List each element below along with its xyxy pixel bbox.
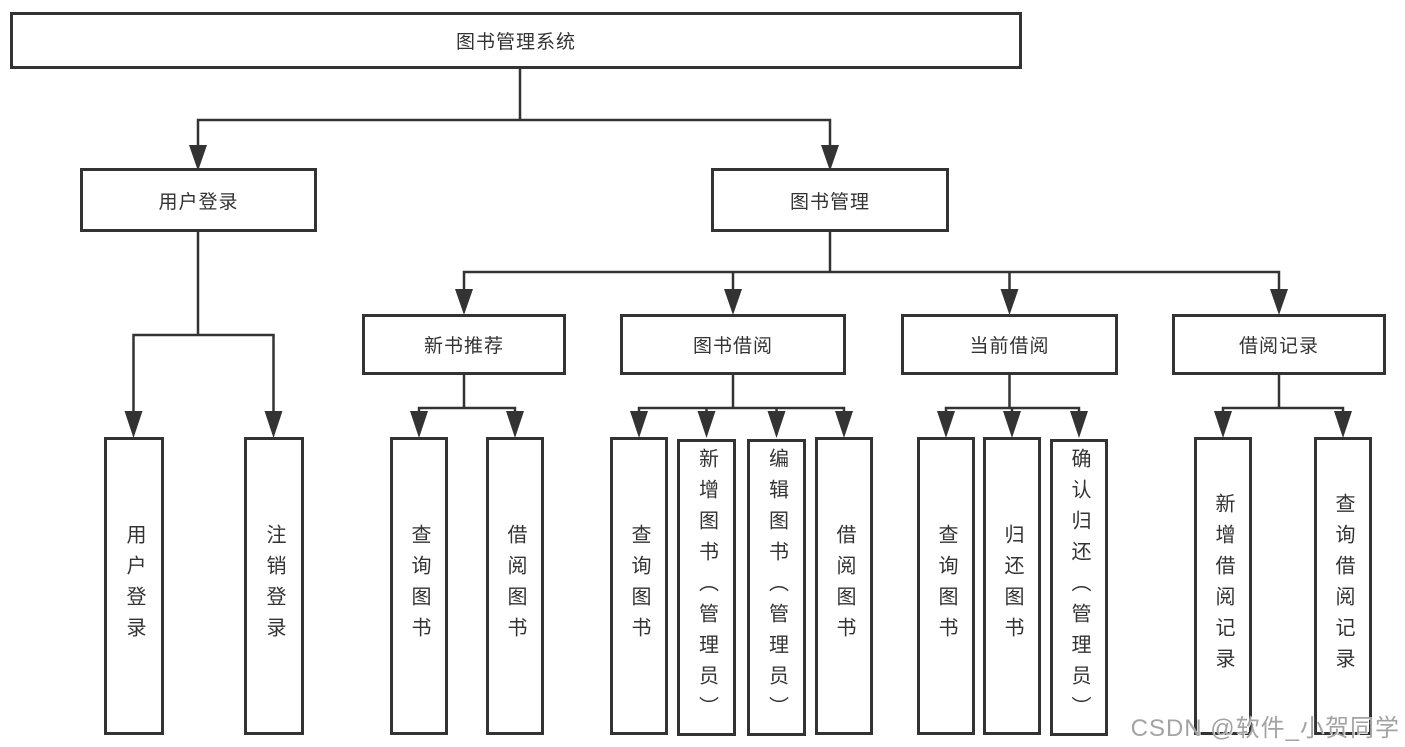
leaf-br-add-record: 新增借阅记录 — [1194, 437, 1252, 735]
node-label: 用户登录 — [123, 524, 145, 648]
leaf-bb-query-books: 查询图书 — [610, 437, 668, 735]
arrowhead-down-icon — [1270, 289, 1288, 315]
leaf-user-login: 用户登录 — [104, 437, 164, 735]
node-label: 查询图书 — [628, 524, 650, 648]
node-label: 查询图书 — [935, 524, 957, 648]
node-label: 图书管理系统 — [455, 32, 576, 53]
node-label: 当前借阅 — [969, 336, 1050, 357]
node-borrowing-records: 借阅记录 — [1172, 314, 1386, 375]
node-label: 查询图书 — [408, 524, 430, 648]
leaf-logout: 注销登录 — [244, 437, 304, 735]
leaf-cb-confirm-return-admin: 确认归还（管理员） — [1050, 439, 1108, 736]
arrowhead-down-icon — [767, 411, 786, 438]
arrowhead-down-icon — [124, 411, 143, 438]
node-label: 查询借阅记录 — [1332, 493, 1354, 679]
connector-userlogin-to-leaves — [132, 232, 275, 412]
node-label: 新书推荐 — [423, 336, 504, 357]
arrowheads — [124, 145, 1352, 438]
arrowhead-down-icon — [1003, 411, 1021, 438]
node-book-borrowing: 图书借阅 — [620, 314, 846, 375]
node-label: 新增图书（管理员） — [695, 448, 718, 727]
leaf-nbr-query-books: 查询图书 — [390, 437, 448, 735]
connector-newbook-to-leaves — [417, 375, 517, 413]
arrowhead-down-icon — [1000, 289, 1019, 315]
arrowhead-down-icon — [1214, 411, 1232, 438]
node-label: 图书管理 — [789, 191, 870, 213]
arrowhead-down-icon — [835, 411, 853, 438]
connector-records-to-leaves — [1221, 375, 1345, 413]
node-label: 用户登录 — [158, 191, 239, 213]
arrowhead-down-icon — [1070, 411, 1088, 438]
arrowhead-down-icon — [455, 289, 473, 315]
node-label: 编辑图书（管理员） — [765, 448, 788, 727]
connector-lines — [132, 69, 1345, 413]
arrowhead-down-icon — [1334, 411, 1352, 438]
arrowhead-down-icon — [697, 411, 716, 438]
connector-bookmgmt-to-level3 — [462, 232, 1281, 290]
arrowhead-down-icon — [821, 145, 839, 171]
connector-current-to-leaves — [944, 375, 1081, 413]
node-label: 注销登录 — [263, 524, 285, 648]
leaf-cb-query-books: 查询图书 — [917, 437, 975, 735]
node-label: 图书借阅 — [692, 336, 773, 357]
node-label: 确认归还（管理员） — [1068, 448, 1090, 727]
node-new-book-recommendation: 新书推荐 — [362, 314, 566, 375]
node-current-borrowing: 当前借阅 — [901, 314, 1118, 375]
arrowhead-down-icon — [506, 411, 524, 438]
leaf-bb-edit-books-admin: 编辑图书（管理员） — [747, 439, 806, 736]
node-library-management-system: 图书管理系统 — [10, 12, 1022, 69]
connector-root-to-level2 — [196, 69, 832, 146]
arrowhead-down-icon — [937, 411, 955, 438]
leaf-br-query-record: 查询借阅记录 — [1314, 437, 1372, 735]
leaf-nbr-borrow-books: 借阅图书 — [486, 437, 544, 735]
arrowhead-down-icon — [264, 411, 283, 438]
node-label: 借阅记录 — [1238, 336, 1319, 357]
node-label: 借阅图书 — [504, 524, 526, 648]
node-label: 借阅图书 — [833, 524, 855, 648]
leaf-bb-borrow-books: 借阅图书 — [815, 437, 873, 735]
arrowhead-down-icon — [410, 411, 428, 438]
node-label: 新增借阅记录 — [1212, 493, 1234, 679]
node-user-login-group: 用户登录 — [80, 168, 317, 232]
connector-borrowing-to-leaves — [637, 375, 846, 413]
leaf-bb-add-books-admin: 新增图书（管理员） — [677, 439, 736, 736]
node-label: 归还图书 — [1001, 524, 1023, 648]
node-book-management-group: 图书管理 — [711, 168, 949, 232]
leaf-cb-return-books: 归还图书 — [983, 437, 1041, 735]
arrowhead-down-icon — [724, 289, 742, 315]
arrowhead-down-icon — [189, 145, 207, 171]
arrowhead-down-icon — [630, 411, 648, 438]
